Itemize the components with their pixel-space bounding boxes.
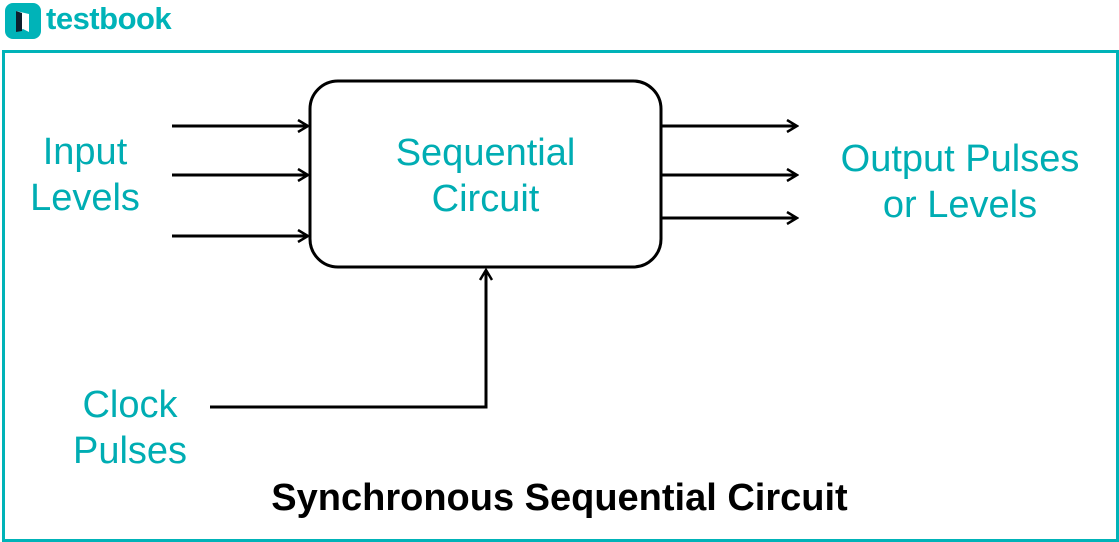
brand-logo[interactable]: testbook [4, 1, 172, 40]
brand-name: testbook [46, 1, 172, 36]
block-label-line1: Sequential [395, 132, 576, 174]
clock-label-line2: Pulses [72, 430, 188, 472]
clock-label-line1: Clock [82, 384, 178, 426]
input-label: Input Levels [10, 129, 160, 221]
clock-line [210, 270, 486, 409]
input-label-line2: Levels [30, 177, 140, 219]
book-icon [5, 3, 41, 39]
output-label: Output Pulses or Levels [815, 136, 1105, 228]
block-label-line2: Circuit [431, 178, 540, 220]
diagram-frame [2, 50, 1119, 542]
output-label-line2: or Levels [882, 184, 1038, 226]
block-label: Sequential Circuit [310, 130, 661, 222]
input-label-line1: Input [42, 131, 128, 173]
diagram-title: Synchronous Sequential Circuit [271, 477, 848, 519]
output-label-line1: Output Pulses [840, 138, 1080, 180]
clock-label: Clock Pulses [55, 382, 205, 474]
